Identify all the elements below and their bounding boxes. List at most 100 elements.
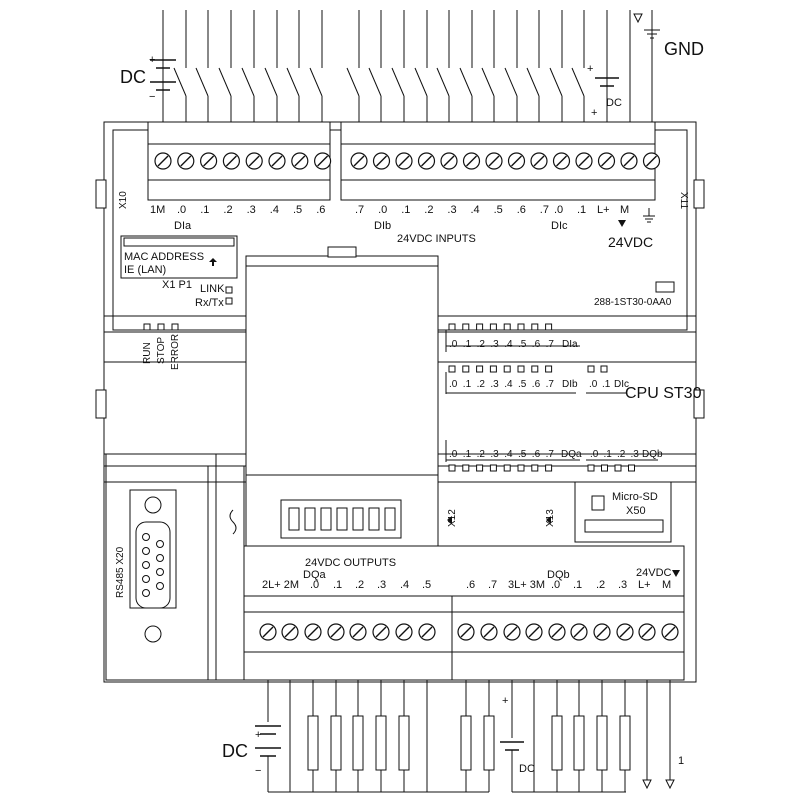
switch-contact	[195, 67, 209, 97]
terminal-1m: 1M	[150, 204, 166, 216]
led-label: .2	[617, 449, 626, 460]
led-group-dia: DIa	[562, 339, 578, 350]
screw-slot	[203, 155, 215, 167]
led-label: .4	[504, 379, 513, 390]
cpu-name: CPU ST30	[625, 385, 702, 402]
minus-sign: −	[255, 765, 262, 777]
led-label: .1	[603, 449, 612, 460]
io-led	[448, 365, 456, 373]
arrow-down	[642, 779, 652, 790]
gnd-label: GND	[664, 39, 704, 59]
led-label: .1	[462, 449, 472, 460]
load-resistor	[619, 715, 631, 771]
switch-contact	[504, 67, 518, 97]
input-terminal-label: .6	[516, 204, 526, 216]
switch-contact	[173, 67, 187, 97]
input-terminal-label: .3	[447, 204, 457, 216]
io-led	[601, 464, 608, 472]
led-label: .0	[590, 449, 599, 460]
group-label-dia: DIa	[174, 220, 192, 232]
left-lower-housing	[105, 453, 217, 681]
arrow-down	[633, 13, 643, 24]
led-label: .6	[531, 379, 541, 390]
rs485-x20-label: RS485 X20	[115, 546, 126, 598]
switch-contact	[526, 67, 540, 97]
led-label: .7	[545, 449, 554, 460]
io-led	[448, 323, 456, 331]
io-led	[545, 323, 553, 331]
switch-contact	[218, 67, 232, 97]
status-led	[143, 323, 151, 331]
io-led	[531, 323, 539, 331]
dsub-pin	[142, 589, 150, 597]
switch-contact	[264, 67, 278, 97]
led-label: .2	[476, 379, 485, 390]
plus-sign: +	[255, 729, 262, 741]
output-terminal-label: .4	[400, 579, 410, 591]
port-slot	[320, 507, 332, 531]
supply-24vdc-label: 24VDC	[608, 234, 654, 250]
switch-contact	[436, 67, 450, 97]
led-label: .3	[490, 339, 499, 350]
led-label: .0	[589, 379, 598, 390]
screw-slot	[398, 155, 410, 167]
screw-slot	[376, 155, 387, 167]
led-label: .3	[490, 449, 499, 460]
status-led	[157, 323, 165, 331]
mac-address-label: MAC ADDRESS	[124, 251, 205, 263]
input-terminal-label: .0	[378, 204, 388, 216]
screw-slot	[556, 155, 567, 167]
input-terminal-label: .6	[316, 204, 326, 216]
input-terminal-label: .2	[424, 204, 434, 216]
led-group-dqa: DQa	[561, 449, 582, 460]
switch-contact	[459, 67, 473, 97]
screw-slot	[601, 155, 612, 167]
screw-slot	[262, 626, 274, 638]
mounting-clip	[95, 389, 107, 419]
output-terminal-label: .0	[551, 579, 561, 591]
screw-slot	[646, 155, 657, 167]
io-led	[600, 365, 608, 373]
port-slot	[368, 507, 380, 531]
status-led	[171, 323, 179, 331]
terminal-m: M	[620, 204, 630, 216]
dc-supply-label-top-left: DC	[120, 67, 146, 87]
screw-slot	[353, 155, 365, 167]
port-slot	[384, 507, 396, 531]
led-label: .0	[449, 379, 458, 390]
dsub-pin	[142, 575, 150, 583]
terminal-m-bottom: M	[662, 579, 672, 591]
led-label: .0	[449, 449, 458, 460]
dsub-frame	[135, 521, 171, 609]
screw-slot	[623, 155, 635, 167]
input-terminal-label: .3	[246, 204, 256, 216]
switch-contact	[571, 67, 585, 97]
screw-slot	[375, 626, 387, 638]
screw-slot	[528, 626, 540, 638]
led-label: .0	[449, 339, 458, 350]
screw-slot	[330, 626, 342, 638]
load-resistor	[398, 715, 410, 771]
supply-24vdc-bottom-label: 24VDC	[636, 567, 672, 579]
screw-slot	[664, 626, 676, 638]
input-terminal-label: .4	[470, 204, 480, 216]
screw-slot	[271, 155, 283, 167]
terminal-lplus: L+	[597, 204, 610, 216]
cover-tab	[327, 246, 357, 258]
ground-arrow-icon	[672, 570, 680, 577]
plus-sign: +	[502, 695, 509, 707]
io-led	[489, 365, 497, 373]
screw-slot	[317, 155, 329, 167]
screw-slot	[421, 626, 433, 638]
arrow-left-icon	[447, 516, 452, 524]
outputs-title: 24VDC OUTPUTS	[305, 557, 397, 569]
ie-lan-label: IE (LAN)	[124, 264, 167, 276]
led-label: .5	[518, 449, 527, 460]
arrow-down	[665, 779, 675, 790]
port-slot	[304, 507, 316, 531]
terminal-block-dqa	[243, 595, 453, 681]
input-terminal-label: .5	[293, 204, 303, 216]
load-resistor	[330, 715, 342, 771]
